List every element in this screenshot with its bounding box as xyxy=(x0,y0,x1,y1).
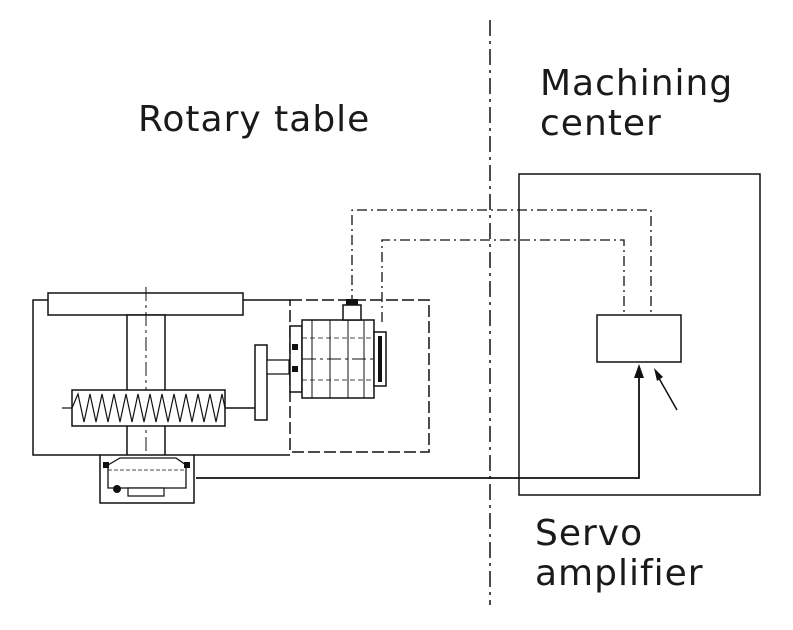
servo-amplifier-label: Servo amplifier xyxy=(535,514,704,594)
machining-center-label-line2: center xyxy=(540,103,662,144)
servo-amplifier-pointer-arrow xyxy=(654,368,677,410)
machining-center-enclosure xyxy=(519,174,760,495)
feedback-cable xyxy=(196,364,644,478)
machining-center-label: Machining center xyxy=(540,64,733,144)
rotary-table-label: Rotary table xyxy=(138,99,371,140)
rotary-table-frame xyxy=(33,300,100,455)
servo-amplifier-box xyxy=(597,315,681,362)
rotary-sensor xyxy=(100,455,194,503)
servo-motor xyxy=(290,320,386,398)
motor-connector xyxy=(343,299,361,320)
servo-amplifier-label-line2: amplifier xyxy=(535,553,704,594)
motor-encoder-cable xyxy=(382,240,624,322)
motor-power-cable xyxy=(352,210,651,315)
servo-amplifier-label-line1: Servo xyxy=(535,513,644,554)
worm-gear xyxy=(62,390,225,426)
coupling-flange xyxy=(255,345,289,420)
machining-center-label-line1: Machining xyxy=(540,63,734,104)
